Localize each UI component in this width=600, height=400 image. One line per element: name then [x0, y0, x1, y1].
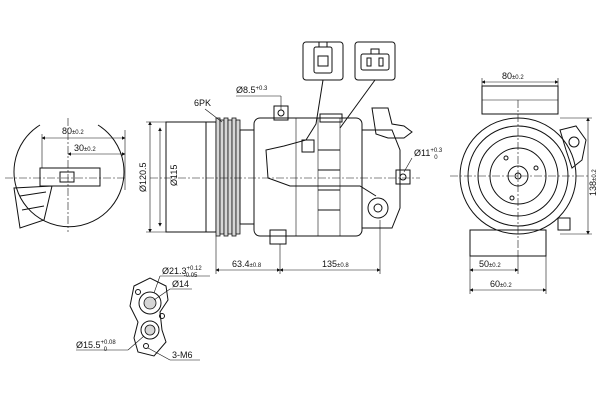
compressor-front-view: 80±0.2 138±0.2 50±0.2 60±0.2	[450, 71, 598, 294]
label-6pk: 6PK	[194, 98, 211, 108]
bottom-lug	[269, 229, 287, 245]
flange-outline	[129, 277, 169, 357]
fitting-body	[13, 185, 53, 229]
dim-138: 138±0.2	[588, 169, 598, 196]
dim-135: 135±0.8	[322, 259, 349, 269]
clutch-coil	[239, 129, 255, 225]
flange-port-large	[138, 291, 162, 315]
flange-port-small	[140, 320, 160, 340]
dim-120-5: Ø120.5	[138, 162, 148, 192]
connector-icon-a	[302, 41, 344, 81]
mount-lug	[395, 169, 411, 185]
dim-50: 50±0.2	[479, 259, 501, 269]
left-detail-view: 80±0.2 30±0.2	[5, 118, 126, 232]
dim-8-5: Ø8.5+0.3	[236, 85, 268, 95]
dim-21-3: Ø21.3+0.12-0.05	[162, 266, 202, 279]
front-bottom-housing	[469, 229, 547, 257]
front-valve	[559, 125, 587, 169]
dim-80-left: 80±0.2	[62, 126, 84, 136]
compressor-side-view: 6PK Ø8.5+0.3 Ø120.5 Ø115 63.4±0.8 135±0.…	[138, 79, 443, 274]
fitting-block	[39, 167, 101, 187]
pressure-valve	[371, 107, 413, 139]
dim-63-4: 63.4±0.8	[232, 259, 262, 269]
dim-60: 60±0.2	[490, 279, 512, 289]
dim-30-left: 30±0.2	[74, 143, 96, 153]
wire-harness	[265, 79, 377, 197]
rear-port	[367, 197, 389, 219]
dim-80-right: 80±0.2	[502, 71, 524, 81]
fitting-port	[59, 171, 75, 183]
compressor-body	[253, 117, 363, 237]
pulley-grooves	[215, 117, 241, 237]
dim-3m6: 3-M6	[172, 350, 193, 360]
detail-arc	[13, 124, 125, 228]
dim-14: Ø14	[172, 279, 189, 289]
dim-115: Ø115	[169, 165, 179, 186]
connector-icon-b	[354, 41, 396, 81]
